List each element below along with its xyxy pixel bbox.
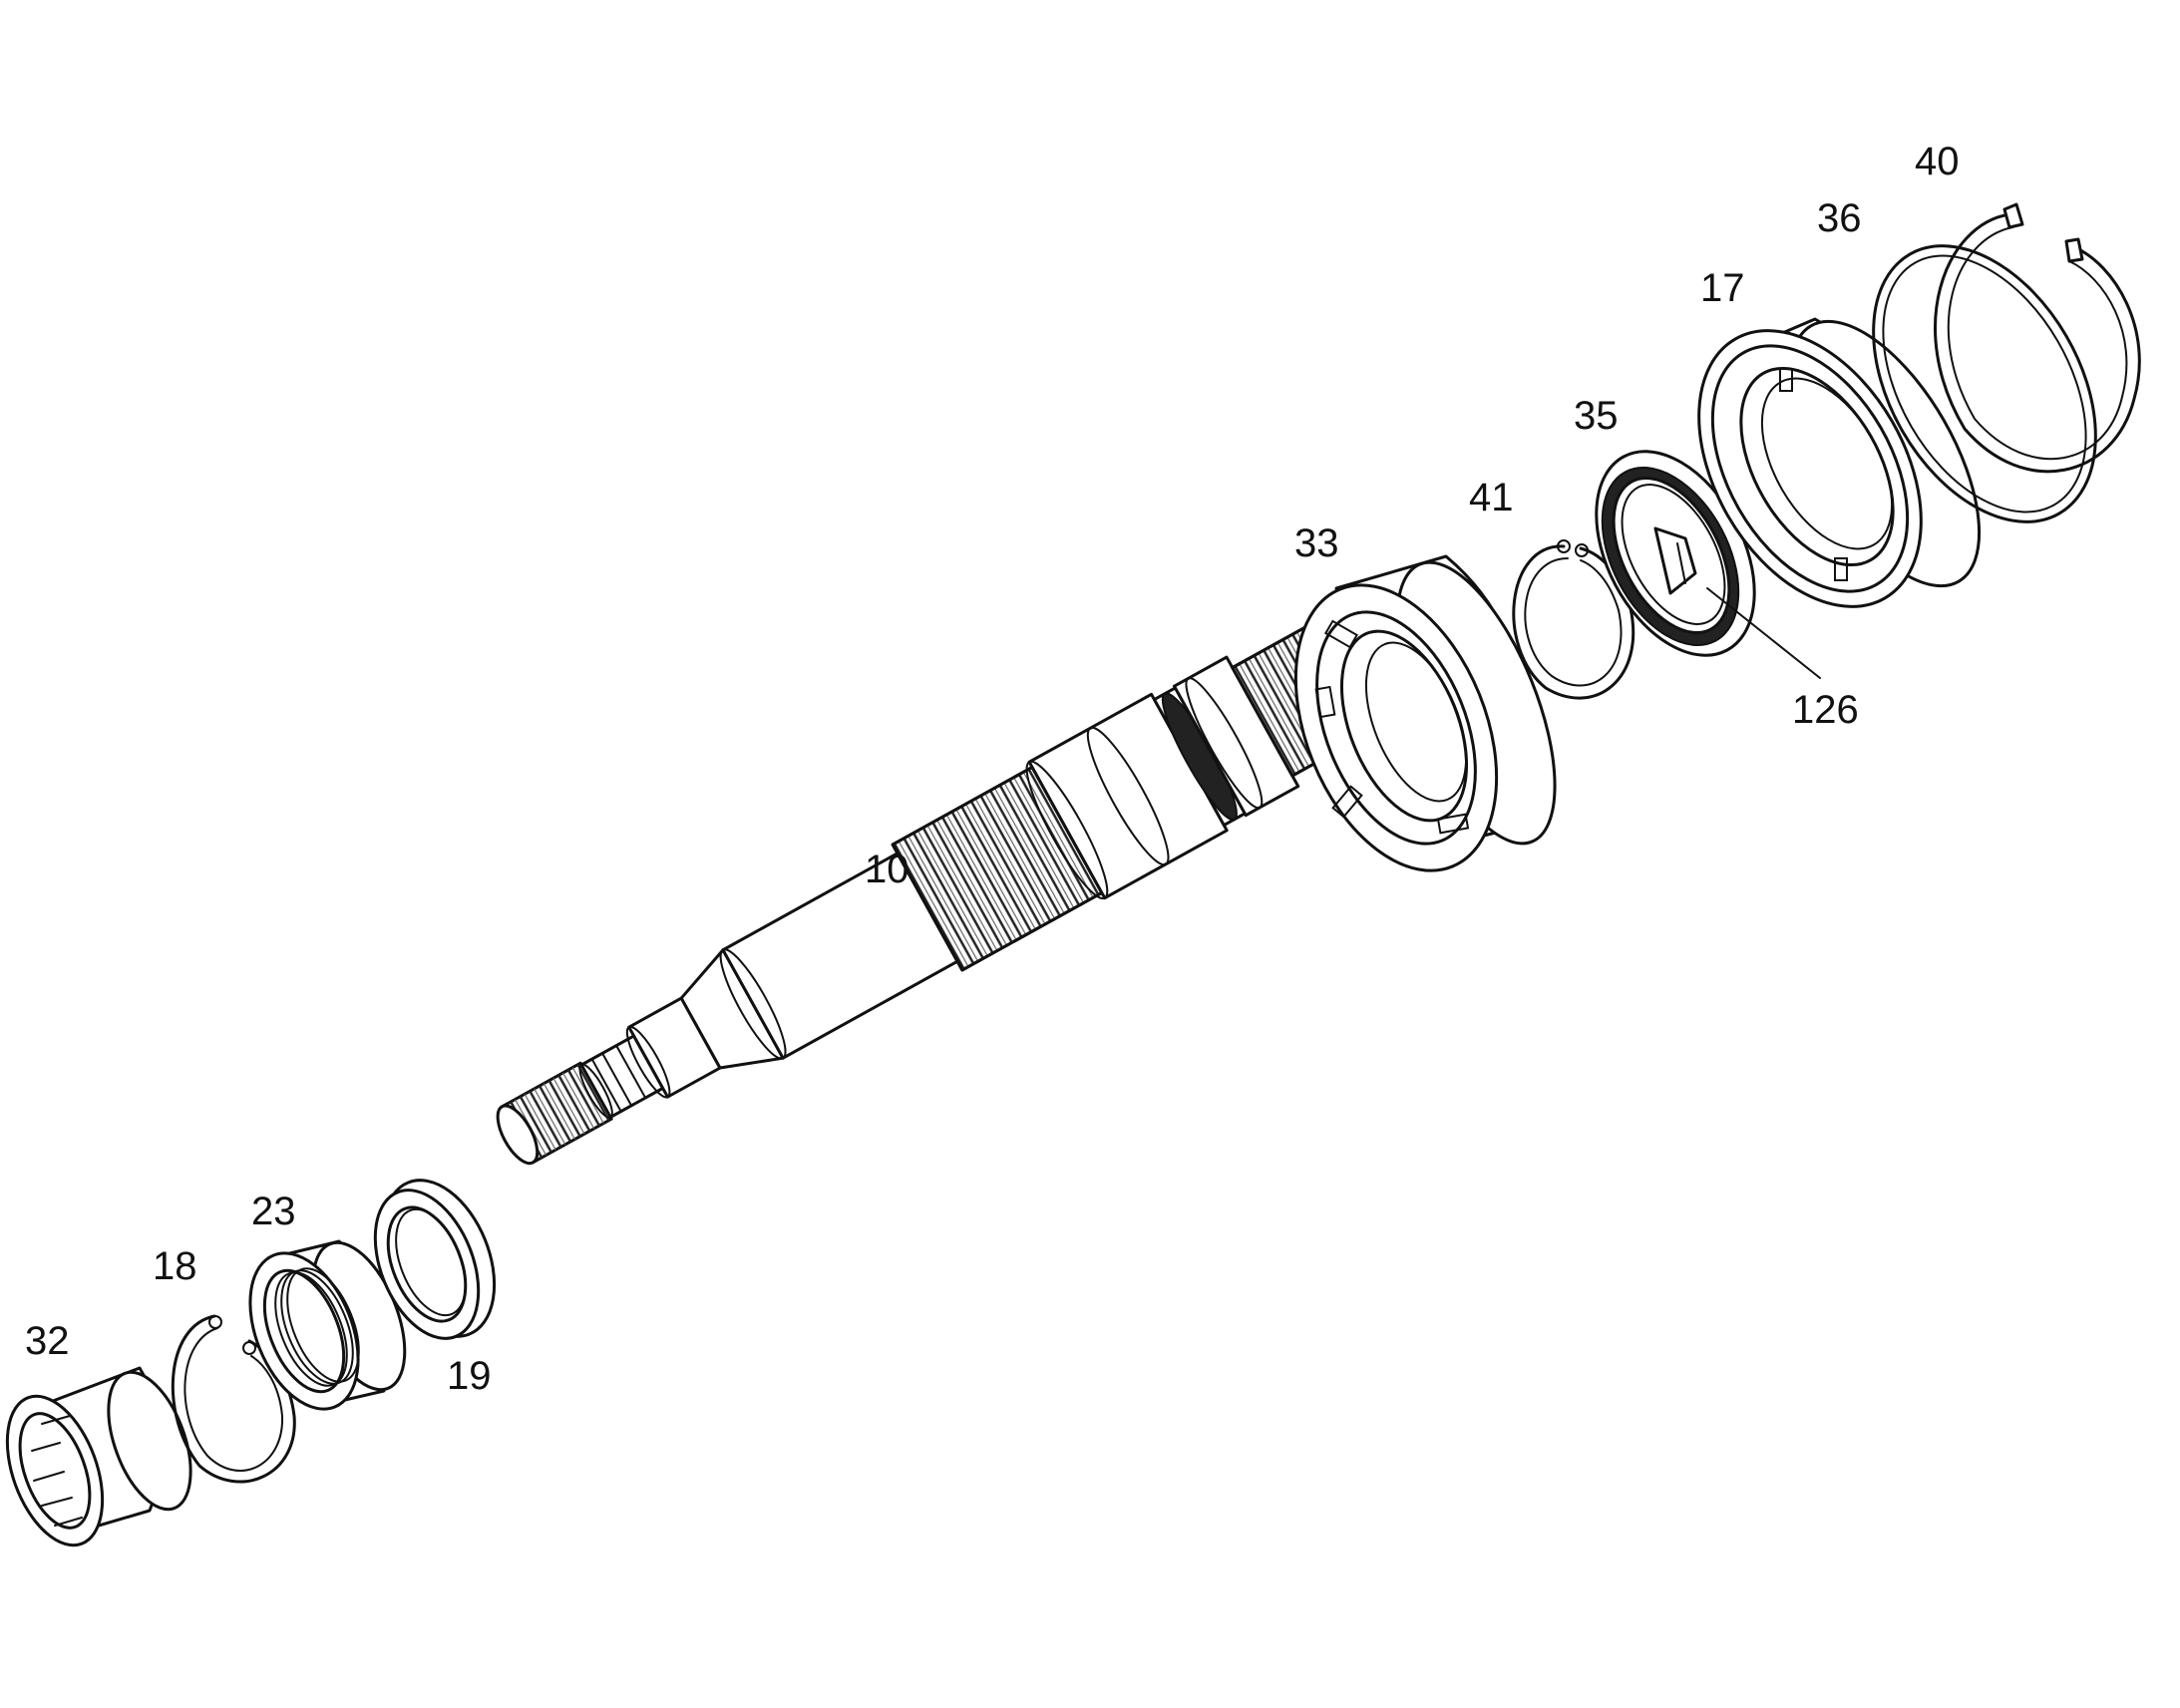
label-part-35: 35 [1574, 394, 1619, 438]
label-part-40: 40 [1915, 140, 1960, 183]
label-part-126: 126 [1792, 688, 1859, 732]
label-part-18: 18 [153, 1244, 197, 1288]
housing-ring-part-17 [1697, 317, 1982, 608]
ball-bearing-part-33 [1293, 554, 1557, 872]
snap-ring-part-40 [1934, 202, 2141, 474]
label-part-10: 10 [865, 848, 909, 891]
leader-line-126 [1706, 587, 1821, 679]
roller-bearing-part-32 [5, 1366, 192, 1547]
race-ring-part-23 [248, 1239, 407, 1411]
label-part-19: 19 [447, 1354, 492, 1398]
label-part-32: 32 [25, 1319, 70, 1363]
label-part-36: 36 [1817, 196, 1862, 240]
label-part-23: 23 [251, 1190, 296, 1233]
thrust-washer-part-19 [373, 1179, 497, 1340]
seal-part-35 [1595, 450, 1756, 657]
label-part-33: 33 [1294, 521, 1339, 565]
label-part-41: 41 [1469, 476, 1514, 519]
label-part-17: 17 [1700, 266, 1745, 310]
shaft-part-10 [496, 602, 1411, 1166]
o-ring-part-36 [1872, 244, 2097, 523]
